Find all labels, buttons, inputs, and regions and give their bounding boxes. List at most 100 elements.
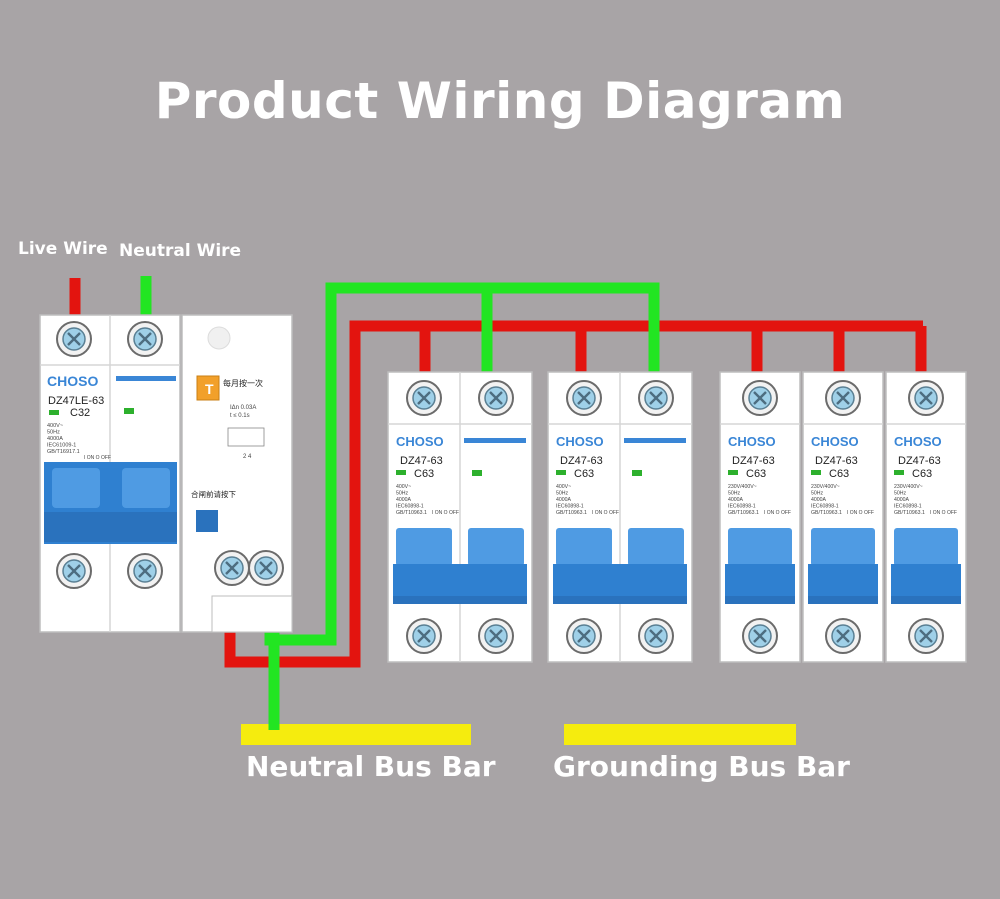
mcb-spec-line: 50Hz bbox=[556, 491, 569, 497]
mcb-device: CHOSODZ47-63C63230V/400V~50Hz4000AIEC608… bbox=[885, 371, 967, 663]
mcb-spec-line: GB/T10963.1 bbox=[396, 510, 427, 516]
mcb-rating: C63 bbox=[746, 468, 766, 480]
mcb-model: DZ47-63 bbox=[400, 455, 443, 467]
terminal-screw-icon bbox=[56, 553, 92, 589]
mcb-brand: CHOSO bbox=[894, 434, 942, 449]
status-indicator-icon bbox=[49, 410, 59, 415]
mcb-model: DZ47-63 bbox=[732, 455, 775, 467]
diagram-title: Product Wiring Diagram bbox=[154, 72, 846, 130]
mcb-handle-base bbox=[553, 596, 687, 604]
mcb-brand: CHOSO bbox=[396, 434, 444, 449]
terminal-screw-icon bbox=[214, 550, 250, 586]
terminal-screw-icon bbox=[566, 618, 602, 654]
mcb-spec-line: 4000A bbox=[556, 497, 572, 503]
mcb-spec-line: 4000A bbox=[811, 497, 827, 503]
rcbo-toggle-left bbox=[52, 468, 100, 508]
mcb-toggle bbox=[811, 528, 875, 566]
indicator-window-icon bbox=[207, 326, 231, 350]
terminal-screw-icon bbox=[742, 618, 778, 654]
terminal-screw-icon bbox=[566, 380, 602, 416]
terminal-screw-icon bbox=[908, 618, 944, 654]
mcb-spec-line: 4000A bbox=[728, 497, 744, 503]
status-indicator-icon bbox=[811, 470, 821, 475]
mcb-switch-text: I ON O OFF bbox=[930, 510, 957, 516]
brand-stripe bbox=[464, 438, 526, 443]
mcb-handle-base bbox=[393, 596, 527, 604]
mcb-switch-text: I ON O OFF bbox=[847, 510, 874, 516]
mcb-handle-base bbox=[725, 596, 795, 604]
mcb-spec-line: 4000A bbox=[396, 497, 412, 503]
mcb-spec-line: IEC60898-1 bbox=[396, 504, 424, 510]
mcb-spec-line: 50Hz bbox=[894, 491, 907, 497]
mcb-rating: C63 bbox=[912, 468, 932, 480]
mcb-model: DZ47-63 bbox=[560, 455, 603, 467]
terminal-screw-icon bbox=[638, 618, 674, 654]
status-indicator-icon bbox=[632, 470, 642, 476]
mcb-spec-line: GB/T10963.1 bbox=[811, 510, 842, 516]
mcb-brand: CHOSO bbox=[728, 434, 776, 449]
terminal-numbers: 2 4 bbox=[243, 454, 252, 460]
live-wire-label: Live Wire bbox=[18, 239, 108, 259]
mcb-rating: C63 bbox=[574, 468, 594, 480]
live-feed-wire bbox=[224, 320, 923, 668]
mcb-spec-line: IEC60898-1 bbox=[894, 504, 922, 510]
mcb-device: CHOSODZ47-63C63400V~50Hz4000AIEC60898-1G… bbox=[387, 371, 533, 663]
brand-stripe bbox=[116, 376, 176, 381]
mcb-device: CHOSODZ47-63C63230V/400V~50Hz4000AIEC608… bbox=[802, 371, 884, 663]
terminal-screw-icon bbox=[478, 380, 514, 416]
grounding-bus-bar-label: Grounding Bus Bar bbox=[553, 750, 850, 783]
mcb-rating: C63 bbox=[414, 468, 434, 480]
mcb-spec-line: 230V/400V~ bbox=[728, 484, 757, 490]
mcb-handle-base bbox=[808, 596, 878, 604]
mcb-spec-line: 400V~ bbox=[556, 484, 571, 490]
mcb-toggle bbox=[556, 528, 612, 566]
mcb-brand: CHOSO bbox=[811, 434, 859, 449]
status-indicator-icon bbox=[124, 408, 134, 414]
sensitivity-text: IΔn 0.03A bbox=[230, 405, 256, 411]
terminal-screw-icon bbox=[825, 380, 861, 416]
mcb-toggle bbox=[728, 528, 792, 566]
mcb-body bbox=[802, 371, 884, 663]
rcbo-spec-line: 4000A bbox=[47, 436, 63, 442]
mcb-model: DZ47-63 bbox=[815, 455, 858, 467]
grounding-bus-bar bbox=[564, 724, 796, 745]
mcb-handle bbox=[725, 564, 795, 602]
mcb-handle bbox=[553, 564, 687, 602]
rcbo-toggle-bar bbox=[44, 512, 177, 542]
terminal-screw-icon bbox=[56, 321, 92, 357]
status-indicator-icon bbox=[728, 470, 738, 475]
terminal-screw-icon bbox=[638, 380, 674, 416]
mcb-spec-line: 50Hz bbox=[728, 491, 741, 497]
mcb-spec-line: IEC60898-1 bbox=[556, 504, 584, 510]
mcb-switch-text: I ON O OFF bbox=[764, 510, 791, 516]
mcb-model: DZ47-63 bbox=[898, 455, 941, 467]
neutral-wire-label: Neutral Wire bbox=[119, 241, 242, 261]
terminal-screw-icon bbox=[825, 618, 861, 654]
sensitivity-text: t ≤ 0.1s bbox=[230, 413, 250, 419]
status-indicator-icon bbox=[894, 470, 904, 475]
terminal-screw-icon bbox=[127, 553, 163, 589]
terminal-screw-icon bbox=[248, 550, 284, 586]
mcb-spec-line: IEC60898-1 bbox=[728, 504, 756, 510]
mcb-toggle bbox=[894, 528, 958, 566]
reset-button bbox=[196, 510, 218, 532]
terminal-screw-icon bbox=[478, 618, 514, 654]
mcb-toggle bbox=[468, 528, 524, 566]
terminal-block bbox=[211, 595, 293, 633]
terminal-screw-icon bbox=[908, 380, 944, 416]
mcb-spec-line: GB/T10963.1 bbox=[728, 510, 759, 516]
mcb-spec-line: IEC60898-1 bbox=[811, 504, 839, 510]
terminal-screw-icon bbox=[406, 618, 442, 654]
mcb-handle bbox=[808, 564, 878, 602]
rcbo-spec-line: 50Hz bbox=[47, 430, 60, 436]
mcb-handle bbox=[393, 564, 527, 602]
test-button bbox=[196, 375, 220, 401]
mcb-brand: CHOSO bbox=[556, 434, 604, 449]
rcbo-toggle-right bbox=[122, 468, 170, 508]
rcbo-spec-line: IEC61009-1 bbox=[47, 443, 76, 449]
mcb-body bbox=[885, 371, 967, 663]
